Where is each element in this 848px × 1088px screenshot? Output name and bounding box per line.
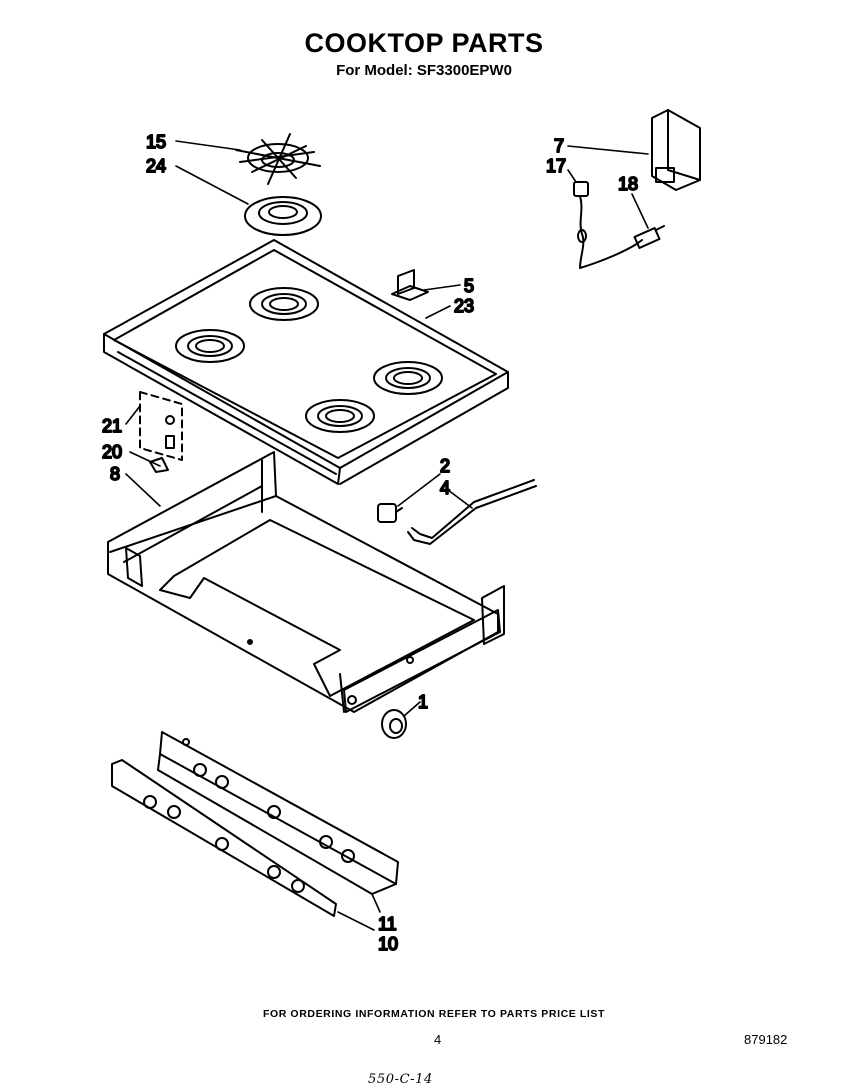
ordering-note: FOR ORDERING INFORMATION REFER TO PARTS … [262, 1008, 606, 1020]
ignition-switch [573, 181, 643, 269]
callout-20: 20 [102, 442, 122, 462]
callout-15: 15 [146, 132, 166, 152]
callout-24: 24 [146, 156, 166, 176]
handwritten-note: 550-C-14 [368, 1072, 433, 1087]
hardware-packet [139, 391, 183, 473]
gas-orifice [377, 503, 403, 523]
burner-box [107, 451, 505, 713]
callout-18: 18 [618, 174, 638, 194]
callout-10: 10 [378, 934, 398, 954]
callout-17: 17 [546, 156, 566, 176]
callout-4: 4 [440, 478, 450, 498]
control-panel [157, 731, 399, 895]
cooktop-panel [103, 239, 509, 485]
page-number: 4 [434, 1032, 442, 1047]
callout-5: 5 [464, 276, 474, 296]
callout-23: 23 [454, 296, 474, 316]
callout-8: 8 [110, 464, 120, 484]
mounting-bracket [651, 109, 701, 191]
callout-21: 21 [102, 416, 122, 436]
model-subtitle: For Model: SF3300EPW0 [336, 62, 512, 79]
callout-2: 2 [440, 456, 450, 476]
page-title: COOKTOP PARTS [304, 28, 544, 58]
callout-11: 11 [378, 914, 397, 934]
gas-tube [407, 479, 537, 545]
callout-7: 7 [554, 136, 564, 156]
panel-trim [111, 759, 337, 917]
spark-module [633, 225, 665, 249]
control-knob [381, 709, 407, 739]
burner-bowl [244, 196, 322, 236]
callout-1: 1 [418, 692, 428, 712]
cooktop-clip [391, 269, 429, 301]
document-number: 879182 [744, 1032, 788, 1047]
burner-grate [235, 133, 321, 185]
callout-leaders [125, 140, 649, 931]
